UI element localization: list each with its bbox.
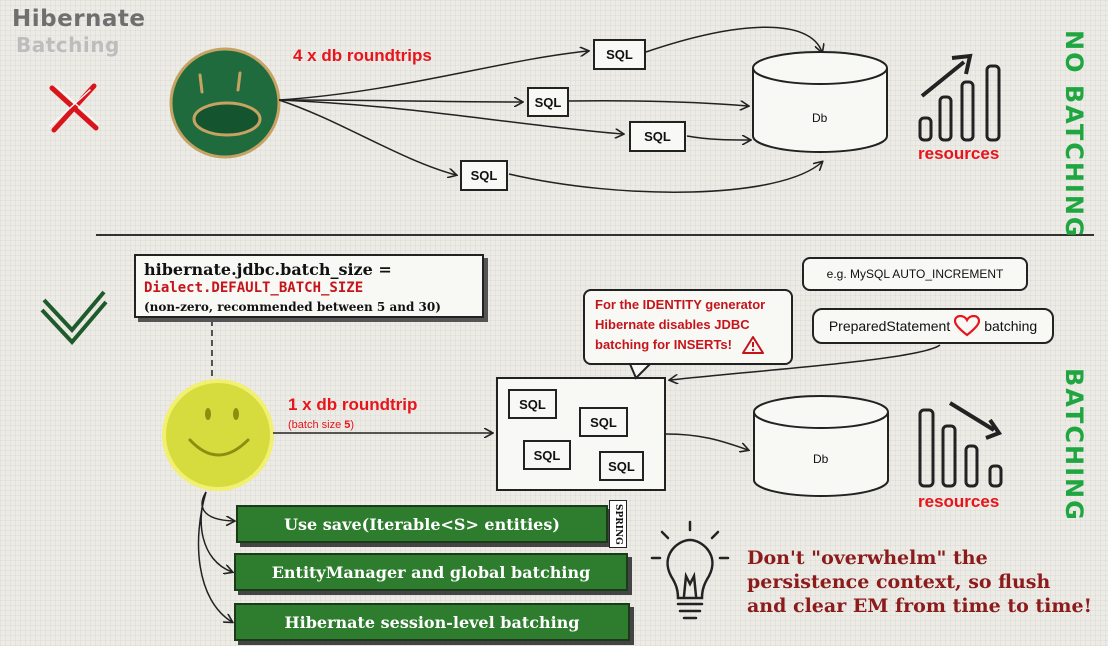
sad-face-icon: [169, 47, 281, 159]
db-label-top: Db: [812, 111, 828, 125]
flush-clear-tip: Don't "overwhelm" the persistence contex…: [747, 546, 1107, 618]
checkmark-icon: [40, 290, 108, 346]
entitymanager-batching-option-button[interactable]: EntityManager and global batching: [234, 553, 628, 591]
config-default-value: Dialect.DEFAULT_BATCH_SIZE: [144, 280, 364, 296]
warning-icon: [741, 336, 764, 354]
batch-size-note: (batch size 5): [288, 419, 355, 431]
batching-vertical-label: BATCHING: [1060, 368, 1088, 522]
batch-sql-box: SQL: [599, 451, 644, 481]
prepared-statement-note: PreparedStatement batching: [812, 308, 1054, 344]
batch-size-config-box: hibernate.jdbc.batch_size = Dialect.DEFA…: [134, 254, 484, 318]
ps-note-right: batching: [984, 318, 1038, 334]
db-cylinder-top: [752, 51, 888, 153]
no-batching-arrows: [278, 26, 822, 193]
db-cylinder-bottom: [753, 395, 889, 497]
cross-icon: [49, 83, 99, 133]
batch-sql-box: SQL: [508, 389, 557, 419]
no-batching-vertical-label: NO BATCHING: [1060, 30, 1088, 239]
batching-roundtrip: 1 x db roundtrip: [288, 395, 418, 414]
save-iterable-option-button[interactable]: Use save(Iterable<S> entities): [236, 505, 608, 543]
lightbulb-icon: [650, 520, 730, 620]
no-batching-sql-box: SQL: [593, 39, 646, 70]
batching-arrows: [197, 344, 941, 622]
batch-sql-box: SQL: [523, 440, 571, 470]
no-batching-roundtrips: 4 x db roundtrips: [293, 46, 432, 65]
title-line1: Hibernate: [12, 6, 146, 32]
identity-warning-box: For the IDENTITY generator Hibernate dis…: [583, 289, 793, 365]
session-level-batching-option-button[interactable]: Hibernate session-level batching: [234, 603, 630, 641]
no-batching-sql-box: SQL: [629, 121, 686, 152]
resources-label-top: resources: [918, 144, 1000, 163]
happy-face-icon: [162, 379, 274, 491]
title-line2: Batching: [16, 33, 120, 57]
config-property: hibernate.jdbc.batch_size =: [144, 260, 392, 279]
mysql-note: e.g. MySQL AUTO_INCREMENT: [802, 257, 1028, 291]
spring-tag: SPRING: [609, 500, 627, 548]
heart-icon: [954, 315, 981, 337]
batch-size-value: 5: [344, 419, 351, 431]
ps-note-left: PreparedStatement: [828, 318, 951, 334]
identity-warning-line1: For the IDENTITY generator: [595, 297, 766, 312]
bar-chart-down-icon: [918, 401, 1003, 488]
tip-line1: Don't "overwhelm" the: [747, 547, 988, 569]
resources-label-bottom: resources: [918, 492, 1000, 511]
bar-chart-up-icon: [918, 53, 1001, 142]
config-recommendation: (non-zero, recommended between 5 and 30): [144, 300, 441, 314]
warning-tail: [629, 363, 651, 380]
tip-line2: persistence context, so flush: [747, 571, 1051, 593]
db-label-bottom: Db: [813, 452, 829, 466]
no-batching-sql-box: SQL: [527, 87, 569, 117]
tip-line3: and clear EM from time to time!: [747, 595, 1092, 617]
identity-warning-line3: batching for INSERTs!: [595, 337, 732, 352]
batch-sql-box: SQL: [579, 407, 628, 437]
no-batching-sql-box: SQL: [460, 160, 508, 191]
identity-warning-line2: Hibernate disables JDBC: [595, 317, 750, 332]
